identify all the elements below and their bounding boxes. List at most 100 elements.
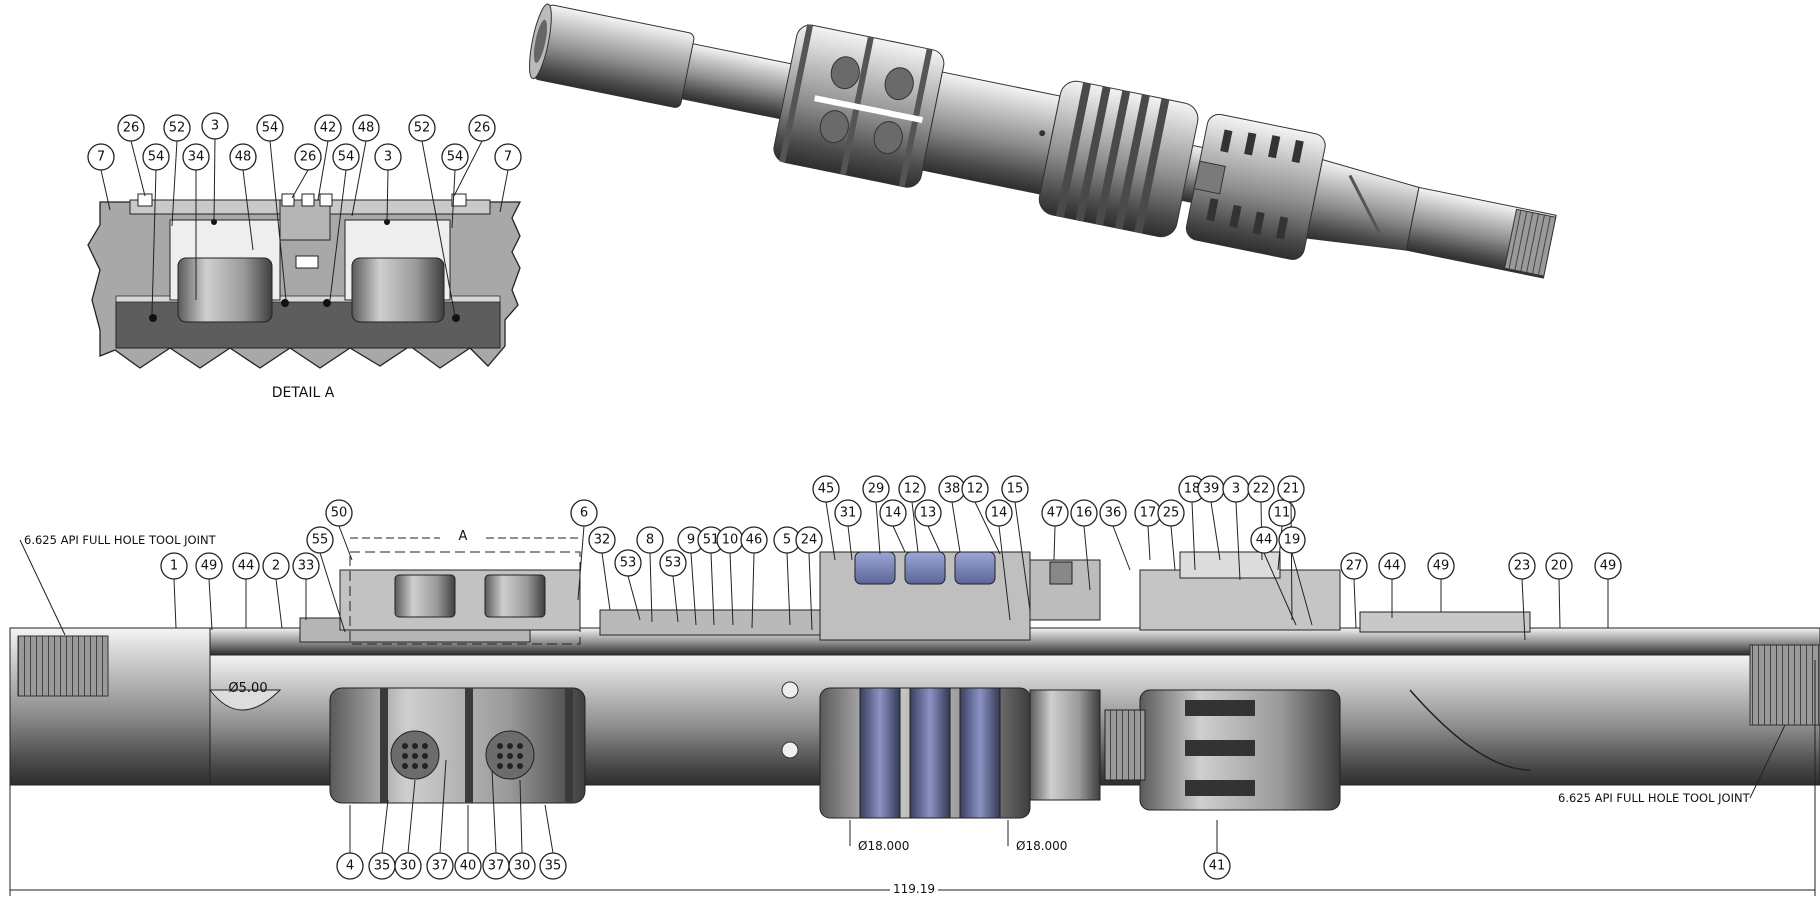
balloon-number: 6 — [580, 506, 588, 521]
item-balloon: 53 — [659, 549, 687, 623]
balloon-number: 30 — [400, 859, 417, 874]
balloon-number: 38 — [944, 482, 961, 497]
bottom-balloons: 4 35 30 37 40 37 30 35 41 — [336, 759, 1231, 880]
balloon-number: 51 — [703, 533, 720, 548]
balloon-number: 3 — [384, 150, 392, 165]
balloon-number: 36 — [1105, 506, 1122, 521]
balloon-number: 24 — [801, 533, 818, 548]
item-balloon: 55 — [306, 526, 346, 633]
item-balloon: 54 — [441, 143, 469, 229]
balloon-number: 14 — [885, 506, 902, 521]
balloon-number: 54 — [447, 150, 464, 165]
item-balloon: 38 — [938, 475, 966, 553]
balloon-number: 20 — [1551, 559, 1568, 574]
overall-length-label: 119.19 — [893, 882, 935, 896]
balloon-number: 44 — [238, 559, 255, 574]
item-balloon: 53 — [614, 549, 642, 621]
balloon-number: 1 — [170, 559, 178, 574]
balloon-number: 26 — [123, 121, 140, 136]
balloon-number: 5 — [783, 533, 791, 548]
item-balloon: 45 — [812, 475, 840, 561]
balloon-number: 29 — [868, 482, 885, 497]
item-balloon: 36 — [1099, 499, 1131, 571]
balloon-number: 10 — [722, 533, 739, 548]
item-balloon: 23 — [1508, 552, 1536, 641]
item-balloon: 10 — [716, 526, 744, 626]
balloon-number: 40 — [460, 859, 477, 874]
item-balloon: 6 — [570, 499, 598, 601]
balloon-number: 12 — [967, 482, 984, 497]
balloon-number: 39 — [1203, 482, 1220, 497]
balloon-number: 50 — [331, 506, 348, 521]
item-balloon: 1 — [160, 552, 188, 629]
item-balloon: 44 — [1250, 526, 1297, 626]
balloon-number: 7 — [97, 150, 105, 165]
balloon-number: 8 — [646, 533, 654, 548]
balloon-number: 14 — [991, 506, 1008, 521]
item-balloon: 9 — [677, 526, 705, 626]
detail-a-caption: DETAIL A — [272, 385, 335, 401]
item-balloon: 30 — [508, 779, 536, 880]
balloon-number: 22 — [1253, 482, 1270, 497]
item-balloon: 7 — [87, 143, 115, 211]
balloon-number: 26 — [300, 150, 317, 165]
bore-diameter-label: Ø5.00 — [228, 681, 267, 696]
item-balloon: 48 — [229, 143, 257, 251]
balloon-number: 30 — [514, 859, 531, 874]
balloon-number: 47 — [1047, 506, 1064, 521]
item-balloon: 49 — [195, 552, 223, 631]
balloon-number: 23 — [1514, 559, 1531, 574]
item-balloon: 14 — [985, 499, 1013, 621]
balloon-number: 25 — [1163, 506, 1180, 521]
balloon-number: 2 — [272, 559, 280, 574]
balloon-number: 12 — [904, 482, 921, 497]
balloon-number: 3 — [1232, 482, 1240, 497]
item-balloon: 35 — [368, 799, 396, 880]
balloon-number: 42 — [320, 121, 337, 136]
item-balloon: 3 — [374, 143, 402, 223]
item-balloon: 41 — [1203, 820, 1231, 880]
item-balloon: 47 — [1041, 499, 1069, 561]
balloon-number: 44 — [1384, 559, 1401, 574]
balloon-number: 31 — [840, 506, 857, 521]
item-balloon: 25 — [1157, 499, 1185, 571]
item-balloon: 24 — [795, 526, 823, 631]
balloon-number: 52 — [169, 121, 186, 136]
item-balloon: 52 — [163, 114, 191, 227]
balloon-number: 44 — [1256, 533, 1273, 548]
item-balloon: 11 — [1268, 499, 1296, 571]
item-balloon: 3 — [201, 112, 229, 223]
detail-a-marker: A — [459, 529, 468, 544]
balloon-number: 35 — [545, 859, 562, 874]
section-view: A — [9, 475, 1820, 897]
balloon-number: 54 — [338, 150, 355, 165]
item-balloon: 50 — [325, 499, 353, 561]
balloon-number: 13 — [920, 506, 937, 521]
item-balloon: 21 — [1277, 475, 1305, 621]
item-balloon: 54 — [256, 114, 287, 301]
balloon-number: 55 — [312, 533, 329, 548]
balloon-number: 53 — [665, 556, 682, 571]
isometric-tool-view — [529, 3, 1557, 279]
balloon-number: 54 — [262, 121, 279, 136]
balloon-number: 37 — [488, 859, 505, 874]
balloon-number: 49 — [1433, 559, 1450, 574]
item-balloon: 2 — [262, 552, 290, 629]
balloon-number: 21 — [1283, 482, 1300, 497]
balloon-number: 49 — [201, 559, 218, 574]
item-balloon: 49 — [1427, 552, 1455, 612]
od-left-label: Ø18.000 — [858, 839, 909, 853]
balloon-number: 3 — [211, 119, 219, 134]
balloon-number: 9 — [687, 533, 695, 548]
item-balloon: 16 — [1070, 499, 1098, 591]
item-balloon: 42 — [314, 114, 342, 201]
balloon-number: 45 — [818, 482, 835, 497]
item-balloon: 33 — [292, 552, 320, 620]
balloon-number: 37 — [432, 859, 449, 874]
balloon-number: 4 — [346, 859, 354, 874]
balloon-number: 53 — [620, 556, 637, 571]
